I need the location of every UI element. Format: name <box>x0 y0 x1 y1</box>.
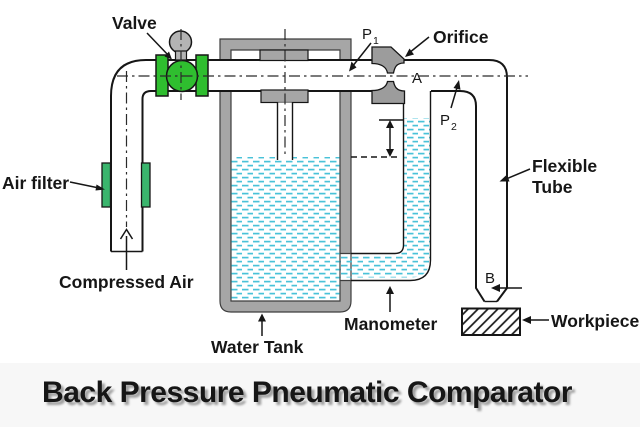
valve <box>155 30 209 97</box>
label-workpiece: Workpiece <box>522 311 639 331</box>
workpiece-arrowhead <box>522 316 531 324</box>
water-tank <box>219 38 352 313</box>
manometer-right-wall <box>351 91 432 282</box>
dimension-arrowhead-down <box>386 149 394 157</box>
flexible-tube-leader-line <box>505 168 531 180</box>
flexible-tube-outer-edge <box>402 59 508 303</box>
label-water-tank: Water Tank <box>211 313 304 357</box>
orifice-arrowhead <box>405 48 414 57</box>
dimension-arrowhead-up <box>386 120 394 128</box>
supply-pipe-outer-edge <box>110 59 404 252</box>
diagram-title: Back Pressure Pneumatic Comparator <box>42 376 572 409</box>
flexible-tube <box>402 59 508 303</box>
supply-pipe-fill <box>111 60 404 252</box>
valve-leader-line <box>146 32 170 57</box>
orifice-restriction <box>371 46 406 105</box>
p2-arrowhead <box>453 80 461 90</box>
air-filter-right-pad <box>140 162 151 208</box>
flexible-tube-fill <box>402 60 507 302</box>
title-band <box>0 363 640 427</box>
label-air-filter: Air filter <box>2 173 105 193</box>
label-flexible-tube: Flexible Tube <box>499 156 597 197</box>
workpiece-label: Workpiece <box>551 311 639 331</box>
label-p2: P 2 <box>440 80 461 133</box>
manometer-left-wall <box>351 91 405 255</box>
flexible-tube-inner-edge <box>431 90 486 303</box>
p1-arrowhead <box>349 61 357 72</box>
orifice-lower-block <box>371 80 406 105</box>
flexible-tube-label-line2: Tube <box>532 177 573 197</box>
label-b: B <box>485 270 522 292</box>
centerlines <box>117 29 528 227</box>
flexible-tube-arrowhead <box>499 174 510 182</box>
air-filter-left-pad <box>101 162 112 208</box>
water-tank-label: Water Tank <box>211 337 304 357</box>
label-p1: P 1 <box>349 26 379 72</box>
valve-label: Valve <box>112 13 157 33</box>
air-filter-leader-line <box>69 181 100 189</box>
workpiece-hatched-block <box>461 307 521 336</box>
p1-leader-line <box>351 42 372 68</box>
dip-tube-upper-flange <box>259 49 309 62</box>
manometer-tube <box>340 91 432 282</box>
orifice-leader-line <box>408 36 430 54</box>
orifice-label: Orifice <box>433 27 489 47</box>
label-orifice: Orifice <box>405 27 489 57</box>
manometer-water <box>340 118 430 278</box>
point-b-arrowhead <box>491 284 500 292</box>
point-b-label: B <box>485 270 495 287</box>
manometer-label: Manometer <box>344 314 438 334</box>
orifice-upper-block <box>371 46 405 74</box>
level-dimension-indicator <box>351 119 403 158</box>
label-compressed-air: Compressed Air <box>59 228 194 292</box>
label-manometer: Manometer <box>344 286 438 334</box>
flexible-tube-label-line1: Flexible <box>532 156 597 176</box>
p1-label: P <box>362 26 372 43</box>
water-tank-arrowhead <box>258 313 266 322</box>
p2-leader-line <box>450 85 459 109</box>
compressed-air-label: Compressed Air <box>59 272 194 292</box>
air-filter-arrowhead <box>95 184 105 191</box>
compressed-air-arrowhead <box>119 228 134 240</box>
label-valve: Valve <box>112 13 172 60</box>
label-a: A <box>412 70 422 87</box>
manometer-arrowhead <box>386 286 394 294</box>
valve-arrowhead <box>164 51 172 60</box>
point-a-label: A <box>412 70 422 87</box>
supply-pipe <box>110 59 404 253</box>
tank-water <box>231 157 340 301</box>
p2-label: P <box>440 112 450 129</box>
p2-subscript: 2 <box>451 121 457 133</box>
p1-subscript: 1 <box>373 35 379 47</box>
air-filter <box>101 162 151 208</box>
air-filter-label: Air filter <box>2 173 69 193</box>
workpiece <box>461 307 521 336</box>
supply-pipe-inner-edge <box>141 90 404 252</box>
